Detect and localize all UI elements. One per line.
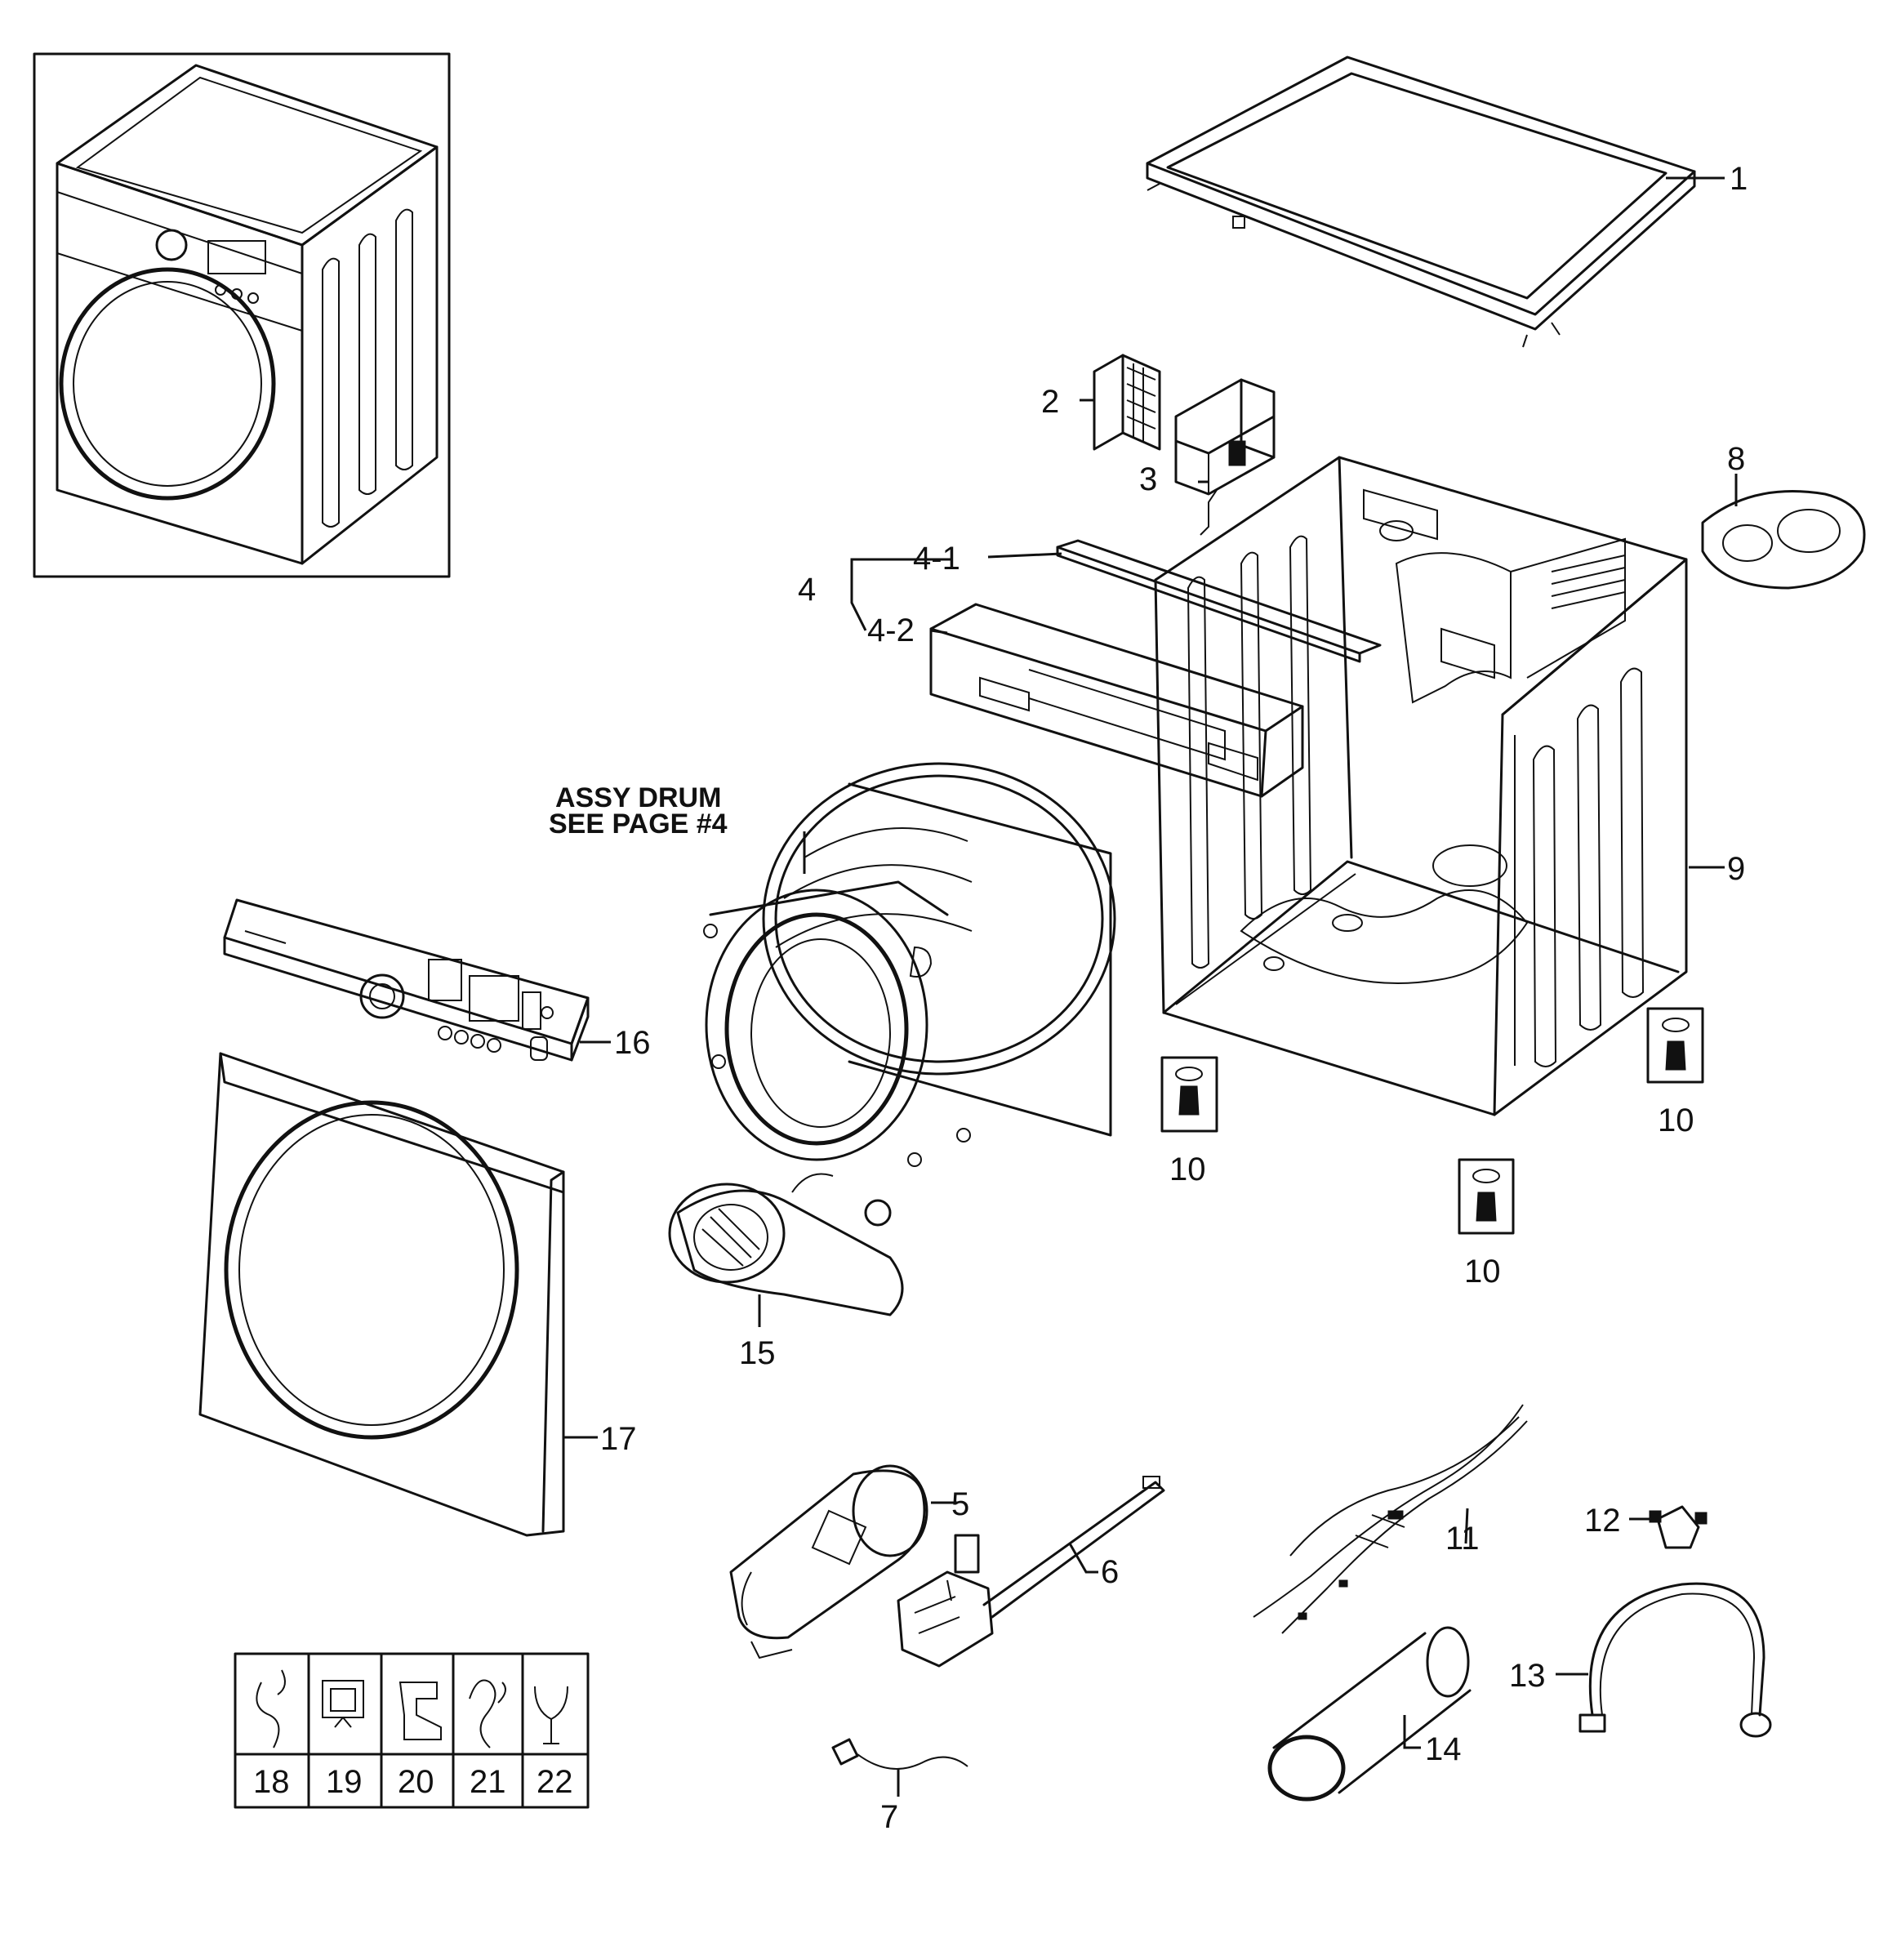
clip-22-icon [534,1686,568,1744]
clip-21-icon [469,1679,506,1748]
part-3-filter-housing [1174,378,1276,536]
clip-label-19: 19 [326,1764,363,1800]
part-10-leg-b [1458,1158,1515,1235]
clip-label-18: 18 [253,1764,290,1800]
clip-table [234,1652,590,1809]
callout-1: 1 [1730,161,1748,197]
callout-10-c: 10 [1658,1102,1694,1138]
callout-9: 9 [1727,851,1745,887]
part-16-control-panel [223,898,590,1062]
callout-16: 16 [614,1025,651,1061]
part-1-top-cover [1146,56,1696,348]
callout-12: 12 [1584,1503,1621,1539]
callout-4-1: 4-1 [913,541,960,577]
callout-17: 17 [600,1421,637,1457]
clip-18-icon [256,1669,286,1748]
assy-drum-note-line2: SEE PAGE #4 [549,808,728,840]
callout-5: 5 [951,1486,969,1522]
drum-assembly [703,762,1116,1167]
part-2-filter [1093,354,1161,451]
part-11-wire-harness [1253,1404,1528,1634]
clip-20-icon [399,1682,442,1740]
callout-8: 8 [1727,441,1745,477]
callout-7: 7 [880,1799,898,1835]
callout-11: 11 [1445,1521,1480,1557]
part-9-cabinet [1154,456,1688,1116]
part-12-y-connector [1649,1505,1708,1549]
assy-drum-note-line1: ASSY DRUM [555,782,721,813]
part-4-1-rail [1056,539,1382,663]
callout-13: 13 [1509,1658,1546,1694]
clip-label-20: 20 [398,1764,434,1800]
clip-label-21: 21 [470,1764,506,1800]
clip-label-22: 22 [537,1764,573,1800]
callout-4-2: 4-2 [867,612,915,648]
part-15-blower [668,1173,904,1316]
callout-10-b: 10 [1464,1254,1501,1290]
callout-15: 15 [739,1335,776,1371]
reference-dryer-illustration [33,52,451,578]
part-14-duct [1267,1626,1472,1802]
callout-4: 4 [798,572,816,608]
clip-19-icon [322,1680,364,1718]
callout-labels: 1 2 3 4 4-1 4-2 5 6 7 8 9 10 10 10 11 12… [253,161,1748,1835]
part-5-heater [729,1464,928,1659]
callout-10-a: 10 [1169,1152,1206,1187]
part-13-hose [1578,1582,1772,1738]
callout-14: 14 [1425,1731,1462,1767]
part-4-2-frame [929,603,1304,798]
callout-3: 3 [1139,461,1157,497]
callout-2: 2 [1041,384,1059,420]
part-6-valve-assembly [897,1476,1165,1668]
part-10-leg-c [1646,1007,1704,1084]
callout-6: 6 [1101,1554,1119,1590]
part-7-sensor [831,1738,968,1770]
part-8-vent-cover [1701,490,1866,590]
leader-lines [563,176,1738,1797]
part-17-front-panel [198,1052,565,1537]
part-10-leg-a [1160,1056,1218,1133]
